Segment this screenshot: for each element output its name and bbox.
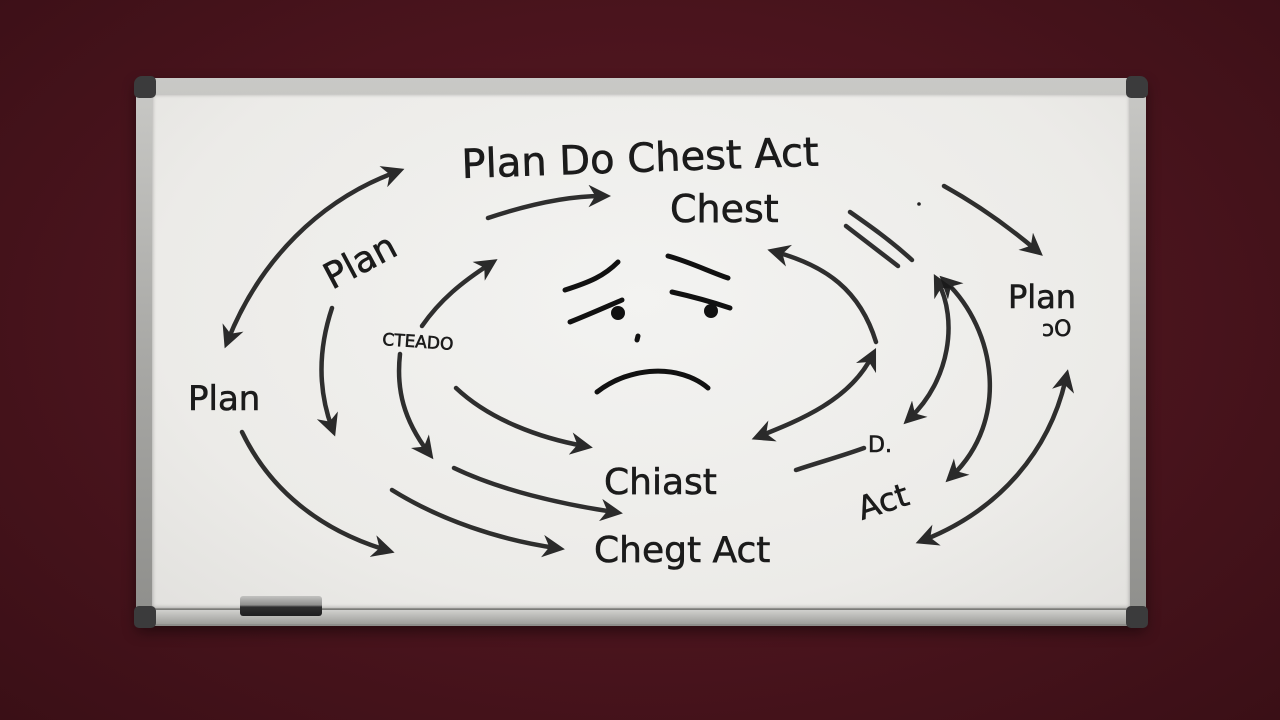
arrow-up-cteado	[419, 259, 498, 329]
label-chiast: Chiast	[604, 462, 717, 503]
frame-corner-bottom-right	[1126, 606, 1148, 628]
double-arrow-right-outer	[939, 275, 993, 483]
eraser[interactable]	[240, 596, 322, 616]
arrow-to-chiast-2	[451, 465, 623, 522]
sad-face	[562, 253, 733, 395]
label-plan-upper-left: Plan	[317, 226, 404, 298]
arrow-plan-to-bottom	[239, 429, 395, 557]
arrow-to-chiast-1	[453, 385, 593, 455]
label-plan-right: Plan	[1008, 278, 1076, 316]
label-chegt-act: Chegt Act	[594, 530, 770, 571]
marker-tray	[156, 609, 1126, 624]
double-arrow-bottom-right	[915, 369, 1075, 546]
frame-corner-top-left	[134, 76, 156, 98]
arrow-down-cteado	[396, 351, 434, 460]
line-double-2	[843, 223, 901, 269]
double-arrow-top-left	[222, 166, 405, 349]
label-plan-left: Plan	[188, 379, 260, 419]
arrow-to-chest-right	[767, 244, 879, 345]
double-arrow-right-inner	[903, 274, 955, 425]
frame-corner-bottom-left	[134, 606, 156, 628]
right-eyelid	[669, 289, 733, 311]
label-d-dot: D.	[868, 433, 892, 458]
right-eye	[704, 304, 718, 318]
label-plan-right-sub: ɔO	[1042, 317, 1071, 342]
arrow-to-plan-right	[941, 183, 1043, 256]
left-eye	[611, 306, 625, 320]
arrows	[222, 166, 1075, 558]
double-arrow-center-right	[751, 347, 877, 442]
left-eyelid	[567, 297, 625, 325]
ink-dot	[917, 202, 921, 206]
label-chest-top: Chest	[670, 187, 779, 231]
left-eyebrow	[562, 259, 621, 293]
frown-mouth	[594, 368, 711, 395]
arrow-down-left	[316, 305, 338, 437]
label-act-right: Act	[853, 476, 914, 528]
label-cteado: CTEADO	[382, 330, 454, 355]
arrow-to-chegt-act	[389, 487, 565, 558]
frame-corner-top-right	[1126, 76, 1148, 98]
nose	[634, 333, 641, 343]
arrow-to-chest	[485, 184, 611, 221]
title-text: Plan Do Chest Act	[461, 130, 820, 188]
line-chiast-to-d	[793, 445, 867, 473]
right-eyebrow	[665, 253, 731, 281]
line-double-1	[847, 209, 915, 263]
